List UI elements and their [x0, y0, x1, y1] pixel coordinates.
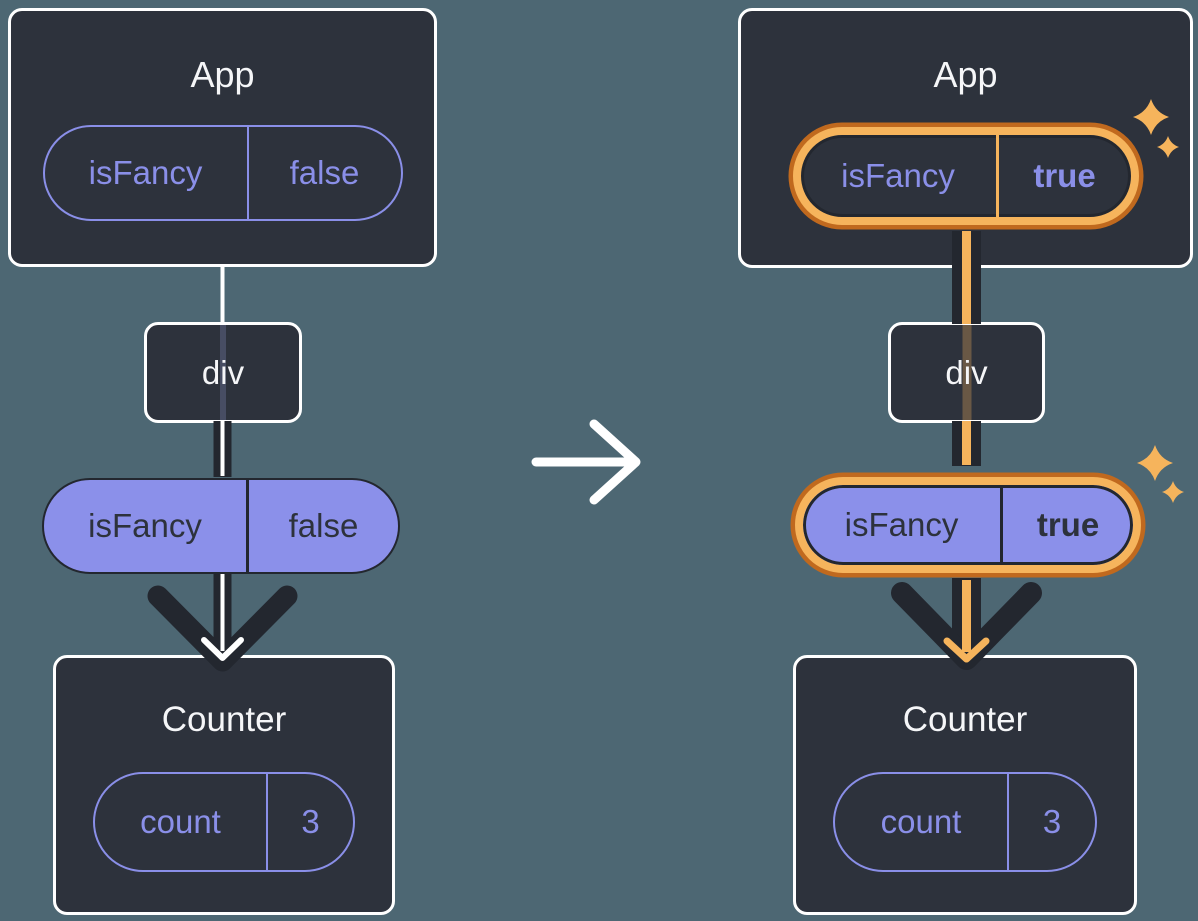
prop-value: true — [1000, 485, 1133, 565]
right-counter-title: Counter — [902, 700, 1028, 739]
left-prop-pill: isFancy false — [42, 478, 400, 574]
sparkles-bottom-icon — [1137, 445, 1184, 503]
state-value: false — [246, 127, 401, 219]
right-app-component-box: App isFancy true — [738, 8, 1193, 268]
state-name: isFancy — [841, 157, 955, 194]
state-value: 3 — [1007, 774, 1095, 870]
state-name: count — [880, 803, 962, 840]
prop-name: isFancy — [88, 507, 202, 544]
left-app-state-pill: isFancy false — [42, 125, 403, 221]
prop-value: false — [246, 480, 398, 572]
right-div-label: div — [945, 353, 988, 391]
left-counter-title: Counter — [161, 700, 287, 739]
left-app-title: App — [190, 54, 255, 95]
right-div-passthrough-line — [962, 325, 971, 420]
state-name: isFancy — [88, 154, 203, 191]
left-arrowhead-icon — [147, 585, 298, 672]
state-value: true — [995, 135, 1131, 217]
right-counter-state-pill: count 3 — [833, 772, 1097, 872]
left-app-component-box: App isFancy false — [8, 8, 437, 267]
right-div-node-box: div — [888, 322, 1045, 423]
right-prop-pill-highlighted: isFancy true — [795, 477, 1141, 573]
left-counter-component-box: Counter count 3 — [53, 655, 395, 915]
left-counter-state-pill: count 3 — [93, 772, 355, 872]
left-div-label: div — [201, 353, 245, 391]
state-name: count — [140, 803, 221, 840]
right-app-state-pill-highlighted: isFancy true — [792, 127, 1139, 225]
prop-name: isFancy — [844, 506, 959, 543]
right-counter-component-box: Counter count 3 — [793, 655, 1137, 915]
state-value: 3 — [266, 774, 353, 870]
right-app-title: App — [933, 54, 998, 95]
left-div-passthrough-line — [220, 325, 226, 420]
left-div-node-box: div — [144, 322, 302, 423]
right-arrowhead-icon — [891, 582, 1042, 670]
transition-arrow-icon — [531, 419, 641, 505]
